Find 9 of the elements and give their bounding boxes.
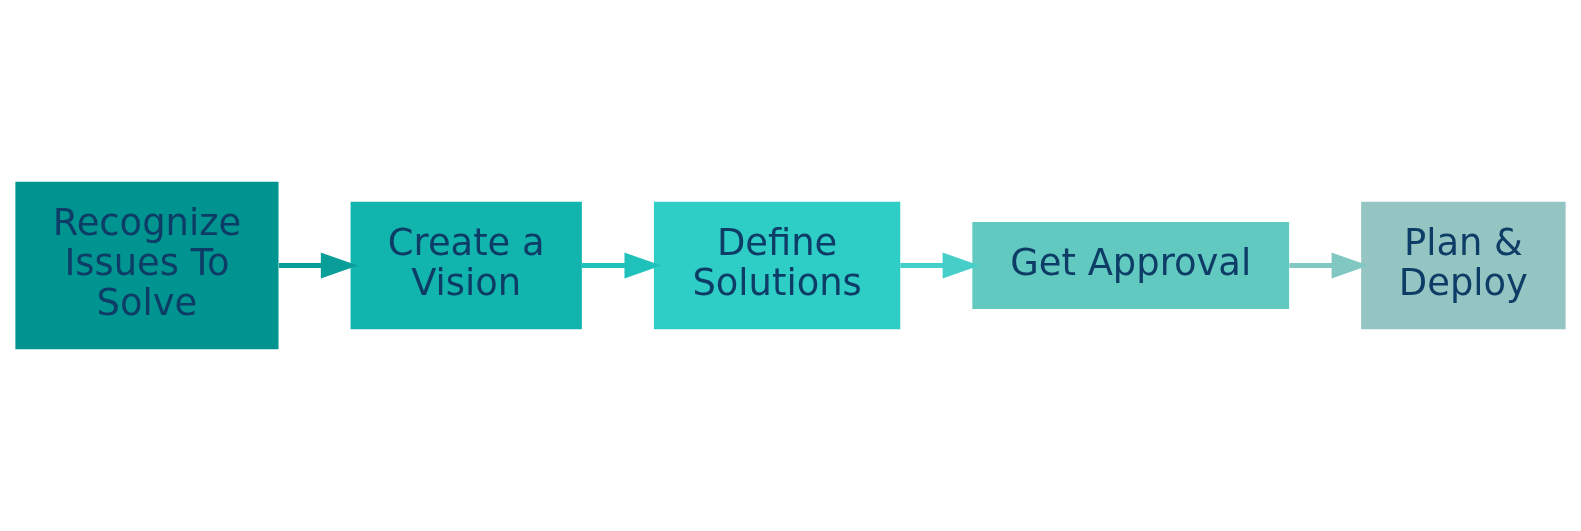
- node-box: Create a Vision: [350, 201, 582, 330]
- arrow: [900, 252, 980, 279]
- node-box: Recognize Issues To Solve: [15, 181, 279, 350]
- arrow: [278, 252, 358, 279]
- node-box: Get Approval: [972, 221, 1290, 310]
- arrow: [1289, 252, 1369, 279]
- node-box: Define Solutions: [653, 201, 901, 330]
- arrow: [581, 252, 662, 279]
- node-box: Plan & Deploy: [1361, 201, 1566, 330]
